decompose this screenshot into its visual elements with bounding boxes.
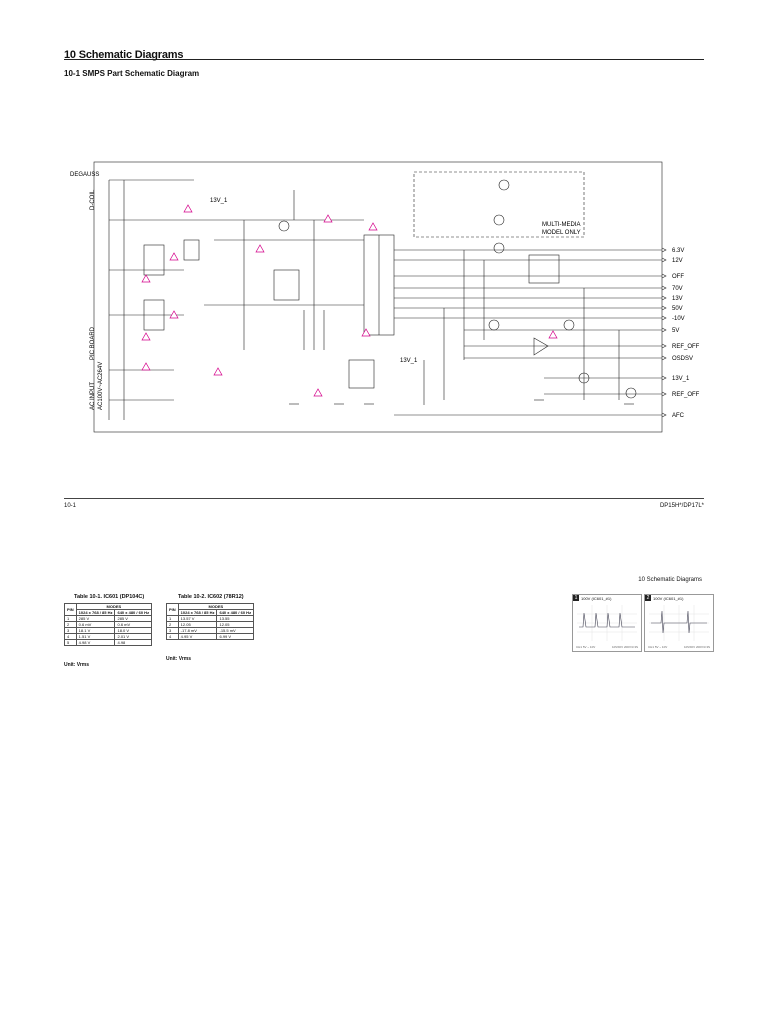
output-afc: AFC [672, 413, 685, 419]
output-13v-1: 13V_1 [672, 376, 690, 382]
waveform-panel-1: 1 100V (IC601_#1) CH1 5V ~ 10V 10V/DIV 2… [572, 594, 642, 652]
label-degauss: DEGAUSS [70, 172, 99, 178]
table1-col-1: 1024 x 768 / 85 Hz [75, 609, 116, 616]
table1-caption: Table 10-1. IC601 (DP104C) [74, 594, 145, 600]
output-minus-10v: -10V [672, 316, 685, 322]
waveform-foot-left: CH1 5V ~ 10V [576, 645, 596, 649]
page-number: 10-1 [64, 503, 77, 509]
table1-unit: Unit: Vrms [64, 662, 90, 668]
table2-unit: Unit: Vrms [166, 656, 192, 662]
label-model-only: MODEL ONLY [542, 230, 581, 236]
title-rule [64, 59, 704, 60]
smps-schematic: DEGAUSS D-COIL PIC BOARD AC INPUT AC100V… [70, 161, 700, 433]
table1: PIN MODES 1024 x 768 / 85 Hz 640 x 480 /… [64, 603, 153, 646]
waveform-trace-2 [649, 605, 709, 641]
label-d-coil: D-COIL [90, 189, 96, 210]
label-ac-input: AC INPUT [90, 382, 96, 410]
waveform-foot-right: 10V/DIV 200V/3.3S [683, 645, 710, 649]
output-70v: 70V [672, 286, 683, 292]
output-ref-off-2: REF_OFF [672, 392, 700, 398]
table2-col-1: 1024 x 768 / 85 Hz [177, 609, 218, 616]
output-50v: 50V [672, 306, 683, 312]
table2-pin-header: PIN [166, 603, 179, 616]
model-number: DP15H*/DP17L* [659, 503, 704, 509]
page2-header: 10 Schematic Diagrams [638, 577, 702, 583]
waveform-number: 2 [645, 595, 651, 601]
waveform-foot-right: 10V/DIV 200V/3.3S [611, 645, 638, 649]
label-pic-board: PIC BOARD [90, 326, 96, 360]
output-5v: 5V [672, 328, 679, 334]
waveform-trace-1 [577, 605, 637, 641]
label-ac-range: AC100V~AC264V [98, 362, 104, 410]
table2-caption: Table 10-2. IC602 (78R12) [178, 594, 244, 600]
label-13v-mid: 13V_1 [400, 358, 418, 364]
page-title: 10 Schematic Diagrams [64, 49, 184, 61]
table1-pin-header: PIN [64, 603, 77, 616]
output-12v: 12V [672, 258, 683, 264]
waveform-foot-left: CH1 5V ~ 10V [648, 645, 668, 649]
footer-rule [64, 498, 704, 499]
output-osdsv: OSDSV [672, 356, 693, 362]
table1-col-2: 640 x 480 / 60 Hz [114, 609, 153, 616]
output-6-3v: 6.3V [672, 248, 684, 254]
output-ref-off: REF_OFF [672, 344, 700, 350]
label-multimedia: MULTI-MEDIA [542, 222, 581, 228]
table2: PIN MODES 1024 x 768 / 85 Hz 640 x 480 /… [166, 603, 255, 640]
waveform-title: 100V (IC601_#1) [581, 596, 612, 601]
waveform-number: 1 [573, 595, 579, 601]
output-off: OFF [672, 274, 684, 280]
output-13v: 13V [672, 296, 683, 302]
waveform-title: 100V (IC601_#1) [653, 596, 684, 601]
label-13v-top: 13V_1 [210, 198, 228, 204]
section-subtitle: 10-1 SMPS Part Schematic Diagram [64, 69, 200, 78]
table2-col-2: 640 x 480 / 60 Hz [216, 609, 255, 616]
waveform-panel-2: 2 100V (IC601_#1) CH1 5V ~ 10V 10V/DIV 2… [644, 594, 714, 652]
